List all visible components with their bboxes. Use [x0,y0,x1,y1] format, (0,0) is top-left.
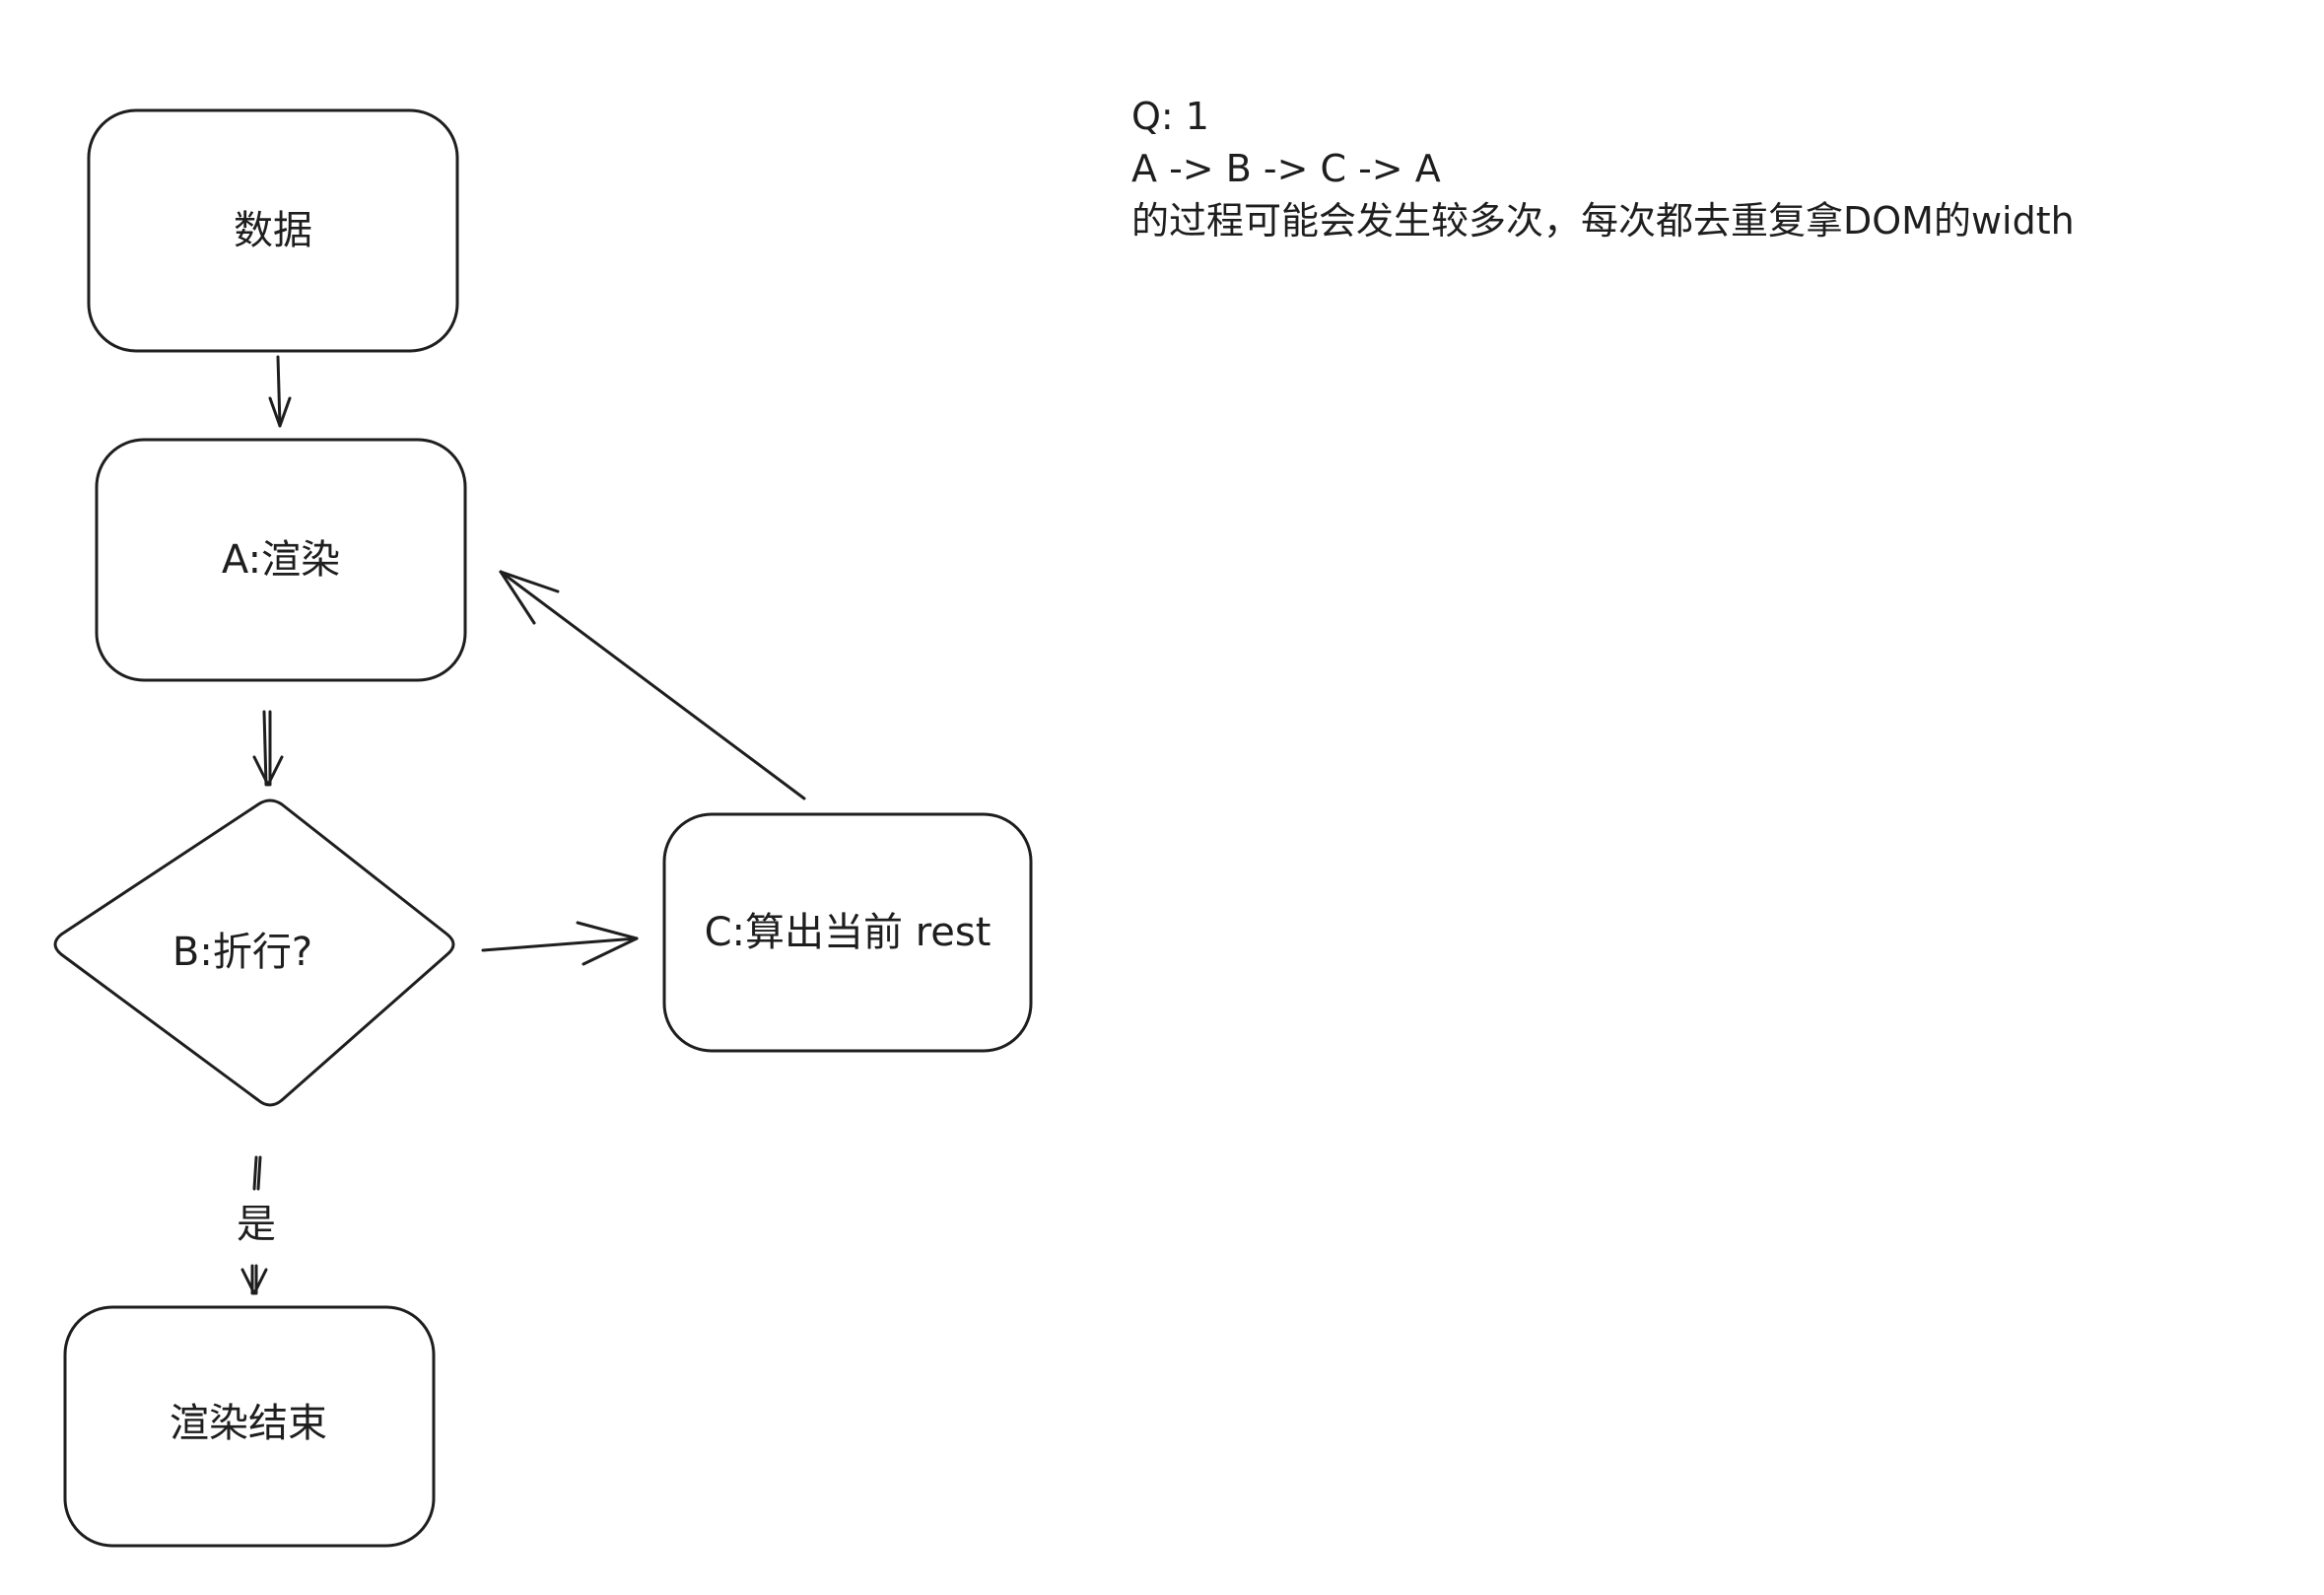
node-render-box[interactable] [95,438,467,682]
node-render-end-box[interactable] [63,1305,436,1548]
note-text: Q: 1 A -> B -> C -> A 的过程可能会发生较多次，每次都去重复… [1131,91,2075,247]
node-data-box[interactable] [87,108,459,353]
edge-decision-to-calc [481,921,639,966]
node-data-label: 数据 [234,208,312,253]
edge-calc-to-render [499,570,806,800]
node-calc-rest-box[interactable] [662,812,1033,1053]
edge-data-to-render [268,355,292,428]
node-wrap-decision-label: B:折行? [171,930,313,975]
edge-render-to-decision [252,710,284,787]
note-line-2: A -> B -> C -> A [1131,147,1441,190]
edge-yes-label: 是 [237,1202,276,1247]
node-wrap-decision-diamond[interactable] [53,798,455,1107]
node-calc-rest-label: C:算出当前 rest [704,910,991,955]
node-render-end-label: 渲染结束 [170,1401,327,1446]
edge-decision-to-end [240,1155,268,1295]
note-line-3: 的过程可能会发生较多次，每次都去重复拿DOM的width [1131,199,2075,243]
note-line-1: Q: 1 [1131,95,1209,138]
node-render-label: A:渲染 [221,537,341,583]
